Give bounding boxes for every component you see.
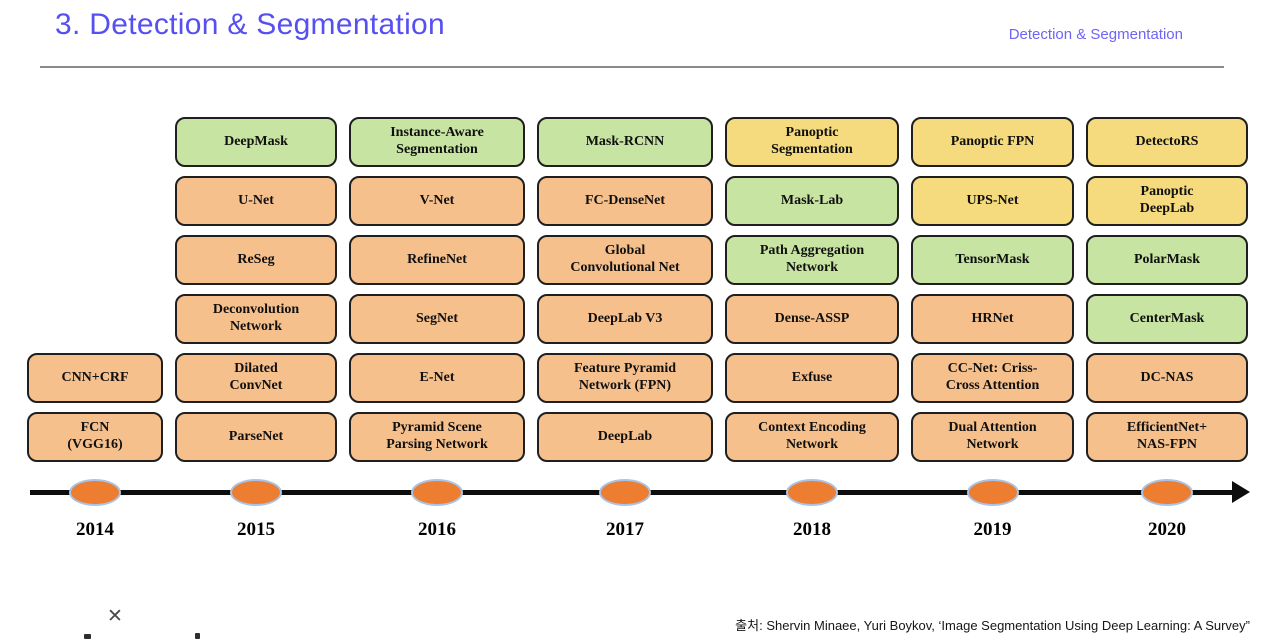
model-box-polarmask: PolarMask xyxy=(1086,235,1248,285)
model-box-feature-pyramid-network-fpn: Feature Pyramid Network (FPN) xyxy=(537,353,713,403)
model-box-fc-densenet: FC-DenseNet xyxy=(537,176,713,226)
timeline-arrowhead-icon xyxy=(1232,481,1250,503)
model-box-pyramid-scene-parsing-network: Pyramid Scene Parsing Network xyxy=(349,412,525,462)
timeline-marker-cell xyxy=(537,479,713,506)
timeline-year-labels: 2014 2015 2016 2017 2018 2019 2020 xyxy=(27,519,1248,541)
year-label: 2016 xyxy=(418,519,456,540)
model-box-deeplab-v3: DeepLab V3 xyxy=(537,294,713,344)
timeline-marker-cell xyxy=(1086,479,1248,506)
title-divider xyxy=(40,66,1224,68)
model-box-refinenet: RefineNet xyxy=(349,235,525,285)
timeline-marker-cell xyxy=(27,479,163,506)
model-box-instance-aware-segmentation: Instance-Aware Segmentation xyxy=(349,117,525,167)
timeline-marker-cell xyxy=(725,479,899,506)
model-box-detectors: DetectoRS xyxy=(1086,117,1248,167)
model-box-context-encoding-network: Context Encoding Network xyxy=(725,412,899,462)
model-box-efficientnet-nas-fpn: EfficientNet+ NAS-FPN xyxy=(1086,412,1248,462)
model-box-dilated-convnet: Dilated ConvNet xyxy=(175,353,337,403)
model-box-segnet: SegNet xyxy=(349,294,525,344)
model-box-e-net: E-Net xyxy=(349,353,525,403)
year-label: 2017 xyxy=(606,519,644,540)
model-box-centermask: CenterMask xyxy=(1086,294,1248,344)
timeline-marker-cell xyxy=(911,479,1074,506)
year-label: 2018 xyxy=(793,519,831,540)
timeline-marker-cell xyxy=(175,479,337,506)
model-box-ups-net: UPS-Net xyxy=(911,176,1074,226)
close-icon[interactable]: ✕ xyxy=(107,606,123,627)
year-label: 2015 xyxy=(237,519,275,540)
model-box-path-aggregation-network: Path Aggregation Network xyxy=(725,235,899,285)
timeline-marker-icon xyxy=(966,479,1019,506)
model-box-panoptic-deeplab: Panoptic DeepLab xyxy=(1086,176,1248,226)
model-box-deepmask: DeepMask xyxy=(175,117,337,167)
timeline-marker-icon xyxy=(69,479,121,506)
model-box-mask-rcnn: Mask-RCNN xyxy=(537,117,713,167)
model-box-exfuse: Exfuse xyxy=(725,353,899,403)
page-title: 3. Detection & Segmentation xyxy=(55,8,445,41)
model-box-global-convolutional-net: Global Convolutional Net xyxy=(537,235,713,285)
model-box-dual-attention-network: Dual Attention Network xyxy=(911,412,1074,462)
year-label: 2020 xyxy=(1148,519,1186,540)
model-box-tensormask: TensorMask xyxy=(911,235,1074,285)
model-box-fcn-vgg16: FCN (VGG16) xyxy=(27,412,163,462)
timeline-marker-icon xyxy=(599,479,651,506)
model-box-dense-assp: Dense-ASSP xyxy=(725,294,899,344)
model-box-reseg: ReSeg xyxy=(175,235,337,285)
model-box-v-net: V-Net xyxy=(349,176,525,226)
model-box-panoptic-fpn: Panoptic FPN xyxy=(911,117,1074,167)
model-box-hrnet: HRNet xyxy=(911,294,1074,344)
model-box-cc-net-criss-cross-attention: CC-Net: Criss- Cross Attention xyxy=(911,353,1074,403)
timeline-marker-icon xyxy=(411,479,463,506)
clipped-logo-fragment xyxy=(84,634,91,639)
model-box-panoptic-segmentation: Panoptic Segmentation xyxy=(725,117,899,167)
corner-label: Detection & Segmentation xyxy=(1008,26,1183,43)
model-box-parsenet: ParseNet xyxy=(175,412,337,462)
timeline-marker-icon xyxy=(1141,479,1193,506)
timeline-marker-icon xyxy=(786,479,838,506)
timeline-markers xyxy=(27,479,1248,506)
model-box-mask-lab: Mask-Lab xyxy=(725,176,899,226)
model-box-u-net: U-Net xyxy=(175,176,337,226)
model-box-deeplab: DeepLab xyxy=(537,412,713,462)
model-box-cnn-crf: CNN+CRF xyxy=(27,353,163,403)
source-citation: 출처: Shervin Minaee, Yuri Boykov, ‘Image … xyxy=(735,618,1250,633)
model-box-dc-nas: DC-NAS xyxy=(1086,353,1248,403)
clipped-logo-fragment xyxy=(195,633,200,639)
year-label: 2019 xyxy=(973,519,1012,540)
timeline-marker-icon xyxy=(230,479,282,506)
timeline-marker-cell xyxy=(349,479,525,506)
model-box-deconvolution-network: Deconvolution Network xyxy=(175,294,337,344)
year-label: 2014 xyxy=(76,519,114,540)
